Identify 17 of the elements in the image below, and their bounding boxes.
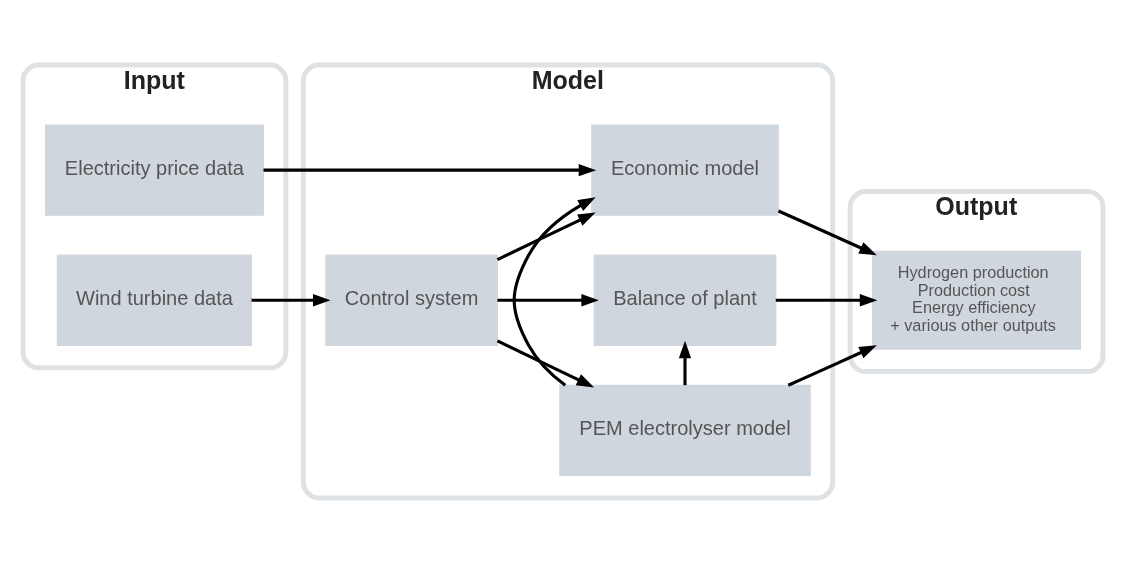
arrow bbox=[512, 197, 596, 387]
node-box: Wind turbine data bbox=[56, 254, 253, 346]
node-box: PEM electrolyser model bbox=[559, 384, 811, 477]
arrow bbox=[775, 294, 878, 307]
arrow bbox=[678, 340, 692, 386]
arrow bbox=[777, 209, 877, 256]
arrow bbox=[263, 164, 597, 177]
node-box: Electricity price data bbox=[44, 124, 264, 216]
arrow bbox=[496, 339, 595, 388]
node-box: Control system bbox=[325, 254, 498, 346]
node-box: Economic model bbox=[591, 124, 779, 216]
arrow bbox=[251, 294, 331, 307]
arrow bbox=[787, 345, 877, 387]
arrow bbox=[497, 294, 599, 307]
arrow bbox=[496, 212, 596, 262]
node-box: Hydrogen production Production cost Energy efficiency + various other outputs bbox=[872, 250, 1082, 350]
node-box: Balance of plant bbox=[593, 254, 777, 346]
